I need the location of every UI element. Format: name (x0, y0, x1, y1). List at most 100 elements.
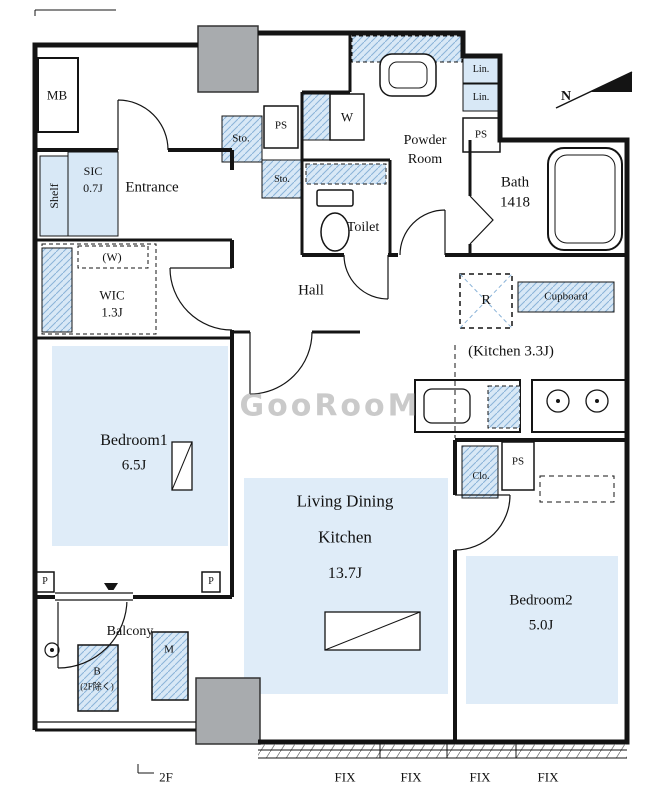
sic-label: SIC (83, 164, 103, 178)
bedroom1-size-label: 6.5J (121, 457, 147, 474)
fix-label-3: FIX (469, 769, 491, 785)
bath-size-label: 1418 (500, 194, 530, 211)
kitchen-sink (423, 388, 471, 424)
toilet-door (343, 254, 389, 300)
balcony-m-label: M (164, 643, 174, 656)
entrance-label: Entrance (125, 179, 179, 196)
wic-label: WIC (99, 287, 125, 303)
storage-lower-box (261, 159, 303, 199)
pipe-right-box (201, 571, 221, 593)
wic-shelf-hatch (41, 247, 73, 333)
bedroom1-door (169, 267, 233, 331)
compass-needle-line (555, 71, 633, 109)
toilet-label: Toilet (346, 220, 380, 235)
washer-label: W (340, 109, 354, 125)
storage-upper-box (221, 115, 263, 163)
gray-shaft-bottom (195, 677, 261, 745)
interior-walls-light (35, 33, 472, 732)
washer-box (329, 93, 365, 141)
entry-direction-triangle (104, 583, 118, 594)
bathtub (547, 147, 623, 251)
toilet-shelf-hatch (305, 163, 387, 185)
balcony-b-label: B (93, 665, 101, 678)
fix-window-lines (258, 742, 627, 759)
linen-lower-label: Lin. (472, 92, 490, 103)
pipe-left-label: P (42, 576, 48, 587)
kitchen-label: (Kitchen 3.3J) (468, 343, 554, 360)
sic-box (67, 151, 119, 237)
bedroom2-floor (466, 556, 618, 704)
linen-upper-label: Lin. (472, 64, 490, 75)
balcony-b-note-label: (2F除く) (80, 681, 114, 692)
cupboard-box (517, 281, 615, 313)
meter-box (37, 57, 79, 133)
ldk-label-2: Kitchen (318, 527, 372, 547)
wic-size-label: 1.3J (101, 304, 123, 320)
fix-window-hatch (258, 744, 627, 758)
storage-upper-label: Sto. (232, 132, 250, 145)
gray-shaft-top (197, 25, 259, 93)
ldk-label-1: Living Dining (296, 491, 394, 511)
hall-label: Hall (298, 282, 324, 299)
powder-room-label-2: Room (407, 152, 443, 167)
ldk-floor (244, 478, 448, 694)
pipe-space-entry-label: PS (274, 119, 288, 132)
stove-burner-right (585, 389, 609, 413)
bedroom1-label: Bedroom1 (100, 432, 168, 449)
fridge-space-box (459, 273, 513, 329)
outer-walls (32, 30, 630, 745)
kitchen-counter-hatch (487, 385, 521, 429)
kitchen-stove-counter (531, 379, 628, 433)
storage-lower-label: Sto. (274, 174, 290, 185)
pipe-space-entry-box (263, 105, 299, 149)
floor-label-tick (137, 764, 154, 774)
bedroom2-label: Bedroom2 (509, 592, 573, 609)
bedroom2-door (454, 494, 511, 551)
balcony-drain-dot (50, 648, 54, 652)
toilet-tank (316, 189, 354, 207)
linen-lower-box (462, 83, 501, 112)
bedroom2-size-label: 5.0J (528, 617, 554, 634)
entrance-door (117, 99, 169, 151)
sic-size-label: 0.7J (83, 181, 103, 195)
vanity-sink (379, 53, 437, 97)
bedroom1-marker-diagonal (171, 441, 193, 491)
hall-ldk-door (249, 331, 313, 395)
balcony-window (55, 592, 133, 601)
washer-space-hatch (301, 93, 331, 141)
balcony-m-unit (151, 631, 189, 701)
bath-folding-door (469, 195, 494, 245)
powder-room-door (399, 209, 446, 256)
pipe-space-bedroom2-label: PS (511, 455, 525, 468)
pipe-space-bedroom2-box (501, 441, 535, 491)
bath-label: Bath (500, 174, 530, 191)
floor-label: 2F (159, 769, 173, 785)
bathtub-inner (554, 154, 616, 244)
pipe-right-label: P (208, 576, 214, 587)
overhead-cabinet-dashed (539, 475, 615, 503)
powder-room-label-1: Powder (403, 133, 447, 148)
exterior-corridor-line (34, 9, 116, 16)
mb-label: MB (46, 87, 68, 103)
shelf-label: Shelf (47, 183, 61, 209)
closet-box (461, 445, 499, 499)
fridge-label: R (481, 293, 491, 308)
pipe-space-bath-label: PS (474, 128, 488, 141)
interior-walls-heavy (35, 148, 627, 742)
washer-paren-label: (W) (102, 250, 122, 264)
watermark-text: GooRooM (239, 388, 421, 424)
fridge-space-cross (459, 273, 513, 329)
compass-north-label: N (560, 89, 572, 104)
fix-label-4: FIX (537, 769, 559, 785)
balcony-label: Balcony (106, 624, 154, 639)
wic-dashed-outline (41, 243, 157, 335)
toilet-bowl (320, 212, 350, 252)
ldk-marker-diagonal (324, 611, 421, 651)
shelf-box (39, 155, 69, 237)
stove-burner-left-dot (556, 399, 560, 403)
linen-upper-box (462, 55, 501, 84)
closet-label: Clo. (472, 471, 490, 482)
cupboard-label: Cupboard (544, 290, 588, 303)
